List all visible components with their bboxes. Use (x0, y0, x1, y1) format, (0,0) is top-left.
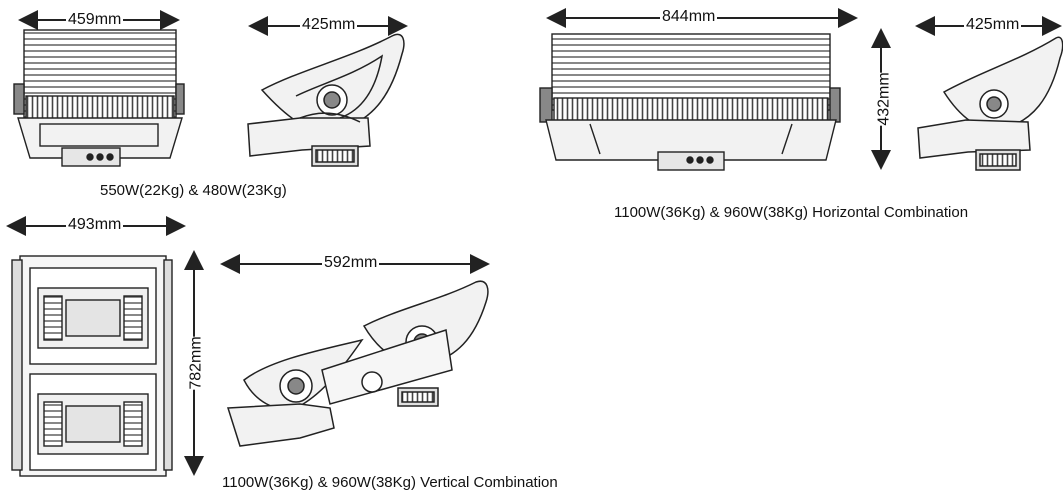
horizontal-side-width-label: 425mm (964, 16, 1022, 34)
horizontal-side-view (917, 36, 1063, 171)
vertical-front-view (11, 255, 173, 477)
horizontal-width-label: 844mm (660, 8, 718, 26)
small-side-width-label: 425mm (300, 16, 358, 34)
horizontal-caption: 1100W(36Kg) & 960W(38Kg) Horizontal Comb… (614, 204, 969, 221)
vertical-width-label: 493mm (66, 216, 124, 234)
horizontal-height-label: 432mm (875, 72, 894, 126)
vertical-height-label: 782mm (187, 336, 206, 390)
vertical-caption: 1100W(36Kg) & 960W(38Kg) Vertical Combin… (222, 474, 558, 491)
small-front-width-label: 459mm (66, 11, 124, 29)
small-side-view (247, 33, 405, 167)
horizontal-front-view (539, 33, 841, 171)
vertical-side-view (226, 280, 489, 447)
vertical-side-width-label: 592mm (322, 254, 380, 272)
small-caption: 550W(22Kg) & 480W(23Kg) (100, 182, 287, 199)
small-front-view (13, 29, 185, 167)
